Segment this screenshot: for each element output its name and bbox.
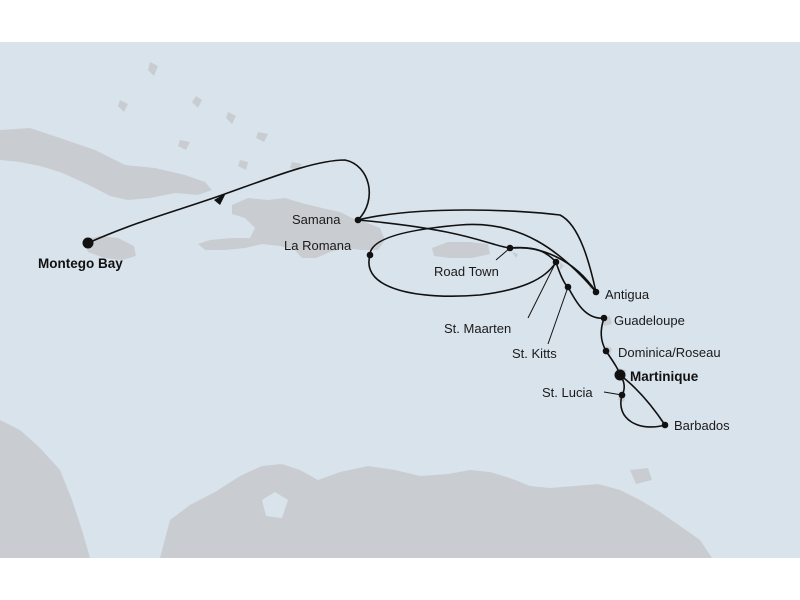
route-barbados-to-st-lucia [620, 394, 666, 428]
leader-st-maarten [527, 261, 557, 319]
jamaica-landmass [84, 236, 136, 260]
central-america-landmass [0, 420, 90, 558]
port-dot-st-kitts [564, 283, 572, 291]
label-martinique: Martinique [630, 369, 699, 384]
port-dot-la-romana [366, 251, 374, 259]
port-dot-martinique [614, 369, 626, 381]
port-dot-montego-bay [82, 237, 94, 249]
cruise-route-map: Montego Bay Samana La Romana Road Town A… [0, 42, 800, 558]
leader-st-kitts [547, 286, 569, 345]
port-dot-road-town [506, 244, 514, 252]
port-dot-dominica [602, 347, 610, 355]
label-st-maarten: St. Maarten [444, 321, 511, 336]
port-dot-barbados [661, 421, 669, 429]
route-samana-to-antigua [357, 209, 597, 293]
trinidad-landmass [630, 468, 652, 484]
puerto-rico-landmass [432, 242, 490, 258]
label-la-romana: La Romana [284, 238, 352, 253]
route-montego-to-samana [87, 159, 371, 244]
label-road-town: Road Town [434, 264, 499, 279]
port-dot-samana [354, 216, 362, 224]
route-martinique-to-barbados [619, 374, 666, 426]
land-layer [0, 62, 712, 558]
label-antigua: Antigua [605, 287, 650, 302]
port-dot-st-maarten [552, 258, 560, 266]
south-america-landmass [160, 464, 712, 558]
label-montego-bay: Montego Bay [38, 256, 123, 271]
route-la-romana-to-st-maarten [368, 254, 557, 298]
label-st-kitts: St. Kitts [512, 346, 557, 361]
hispaniola-landmass [198, 198, 385, 258]
route-road-town-to-antigua [509, 246, 597, 293]
label-st-lucia: St. Lucia [542, 385, 593, 400]
route-antigua-to-la-romana [369, 223, 597, 293]
port-markers [82, 216, 669, 429]
route-direction-arrow [214, 193, 226, 205]
port-dot-guadeloupe [600, 314, 608, 322]
port-dot-antigua [592, 288, 600, 296]
cuba-landmass [0, 128, 212, 200]
port-labels: Montego Bay Samana La Romana Road Town A… [38, 212, 730, 433]
label-guadeloupe: Guadeloupe [614, 313, 685, 328]
maracaibo-basin [262, 492, 288, 518]
label-barbados: Barbados [674, 418, 730, 433]
label-dominica-roseau: Dominica/Roseau [618, 345, 721, 360]
label-samana: Samana [292, 212, 341, 227]
port-dot-st-lucia [618, 391, 626, 399]
